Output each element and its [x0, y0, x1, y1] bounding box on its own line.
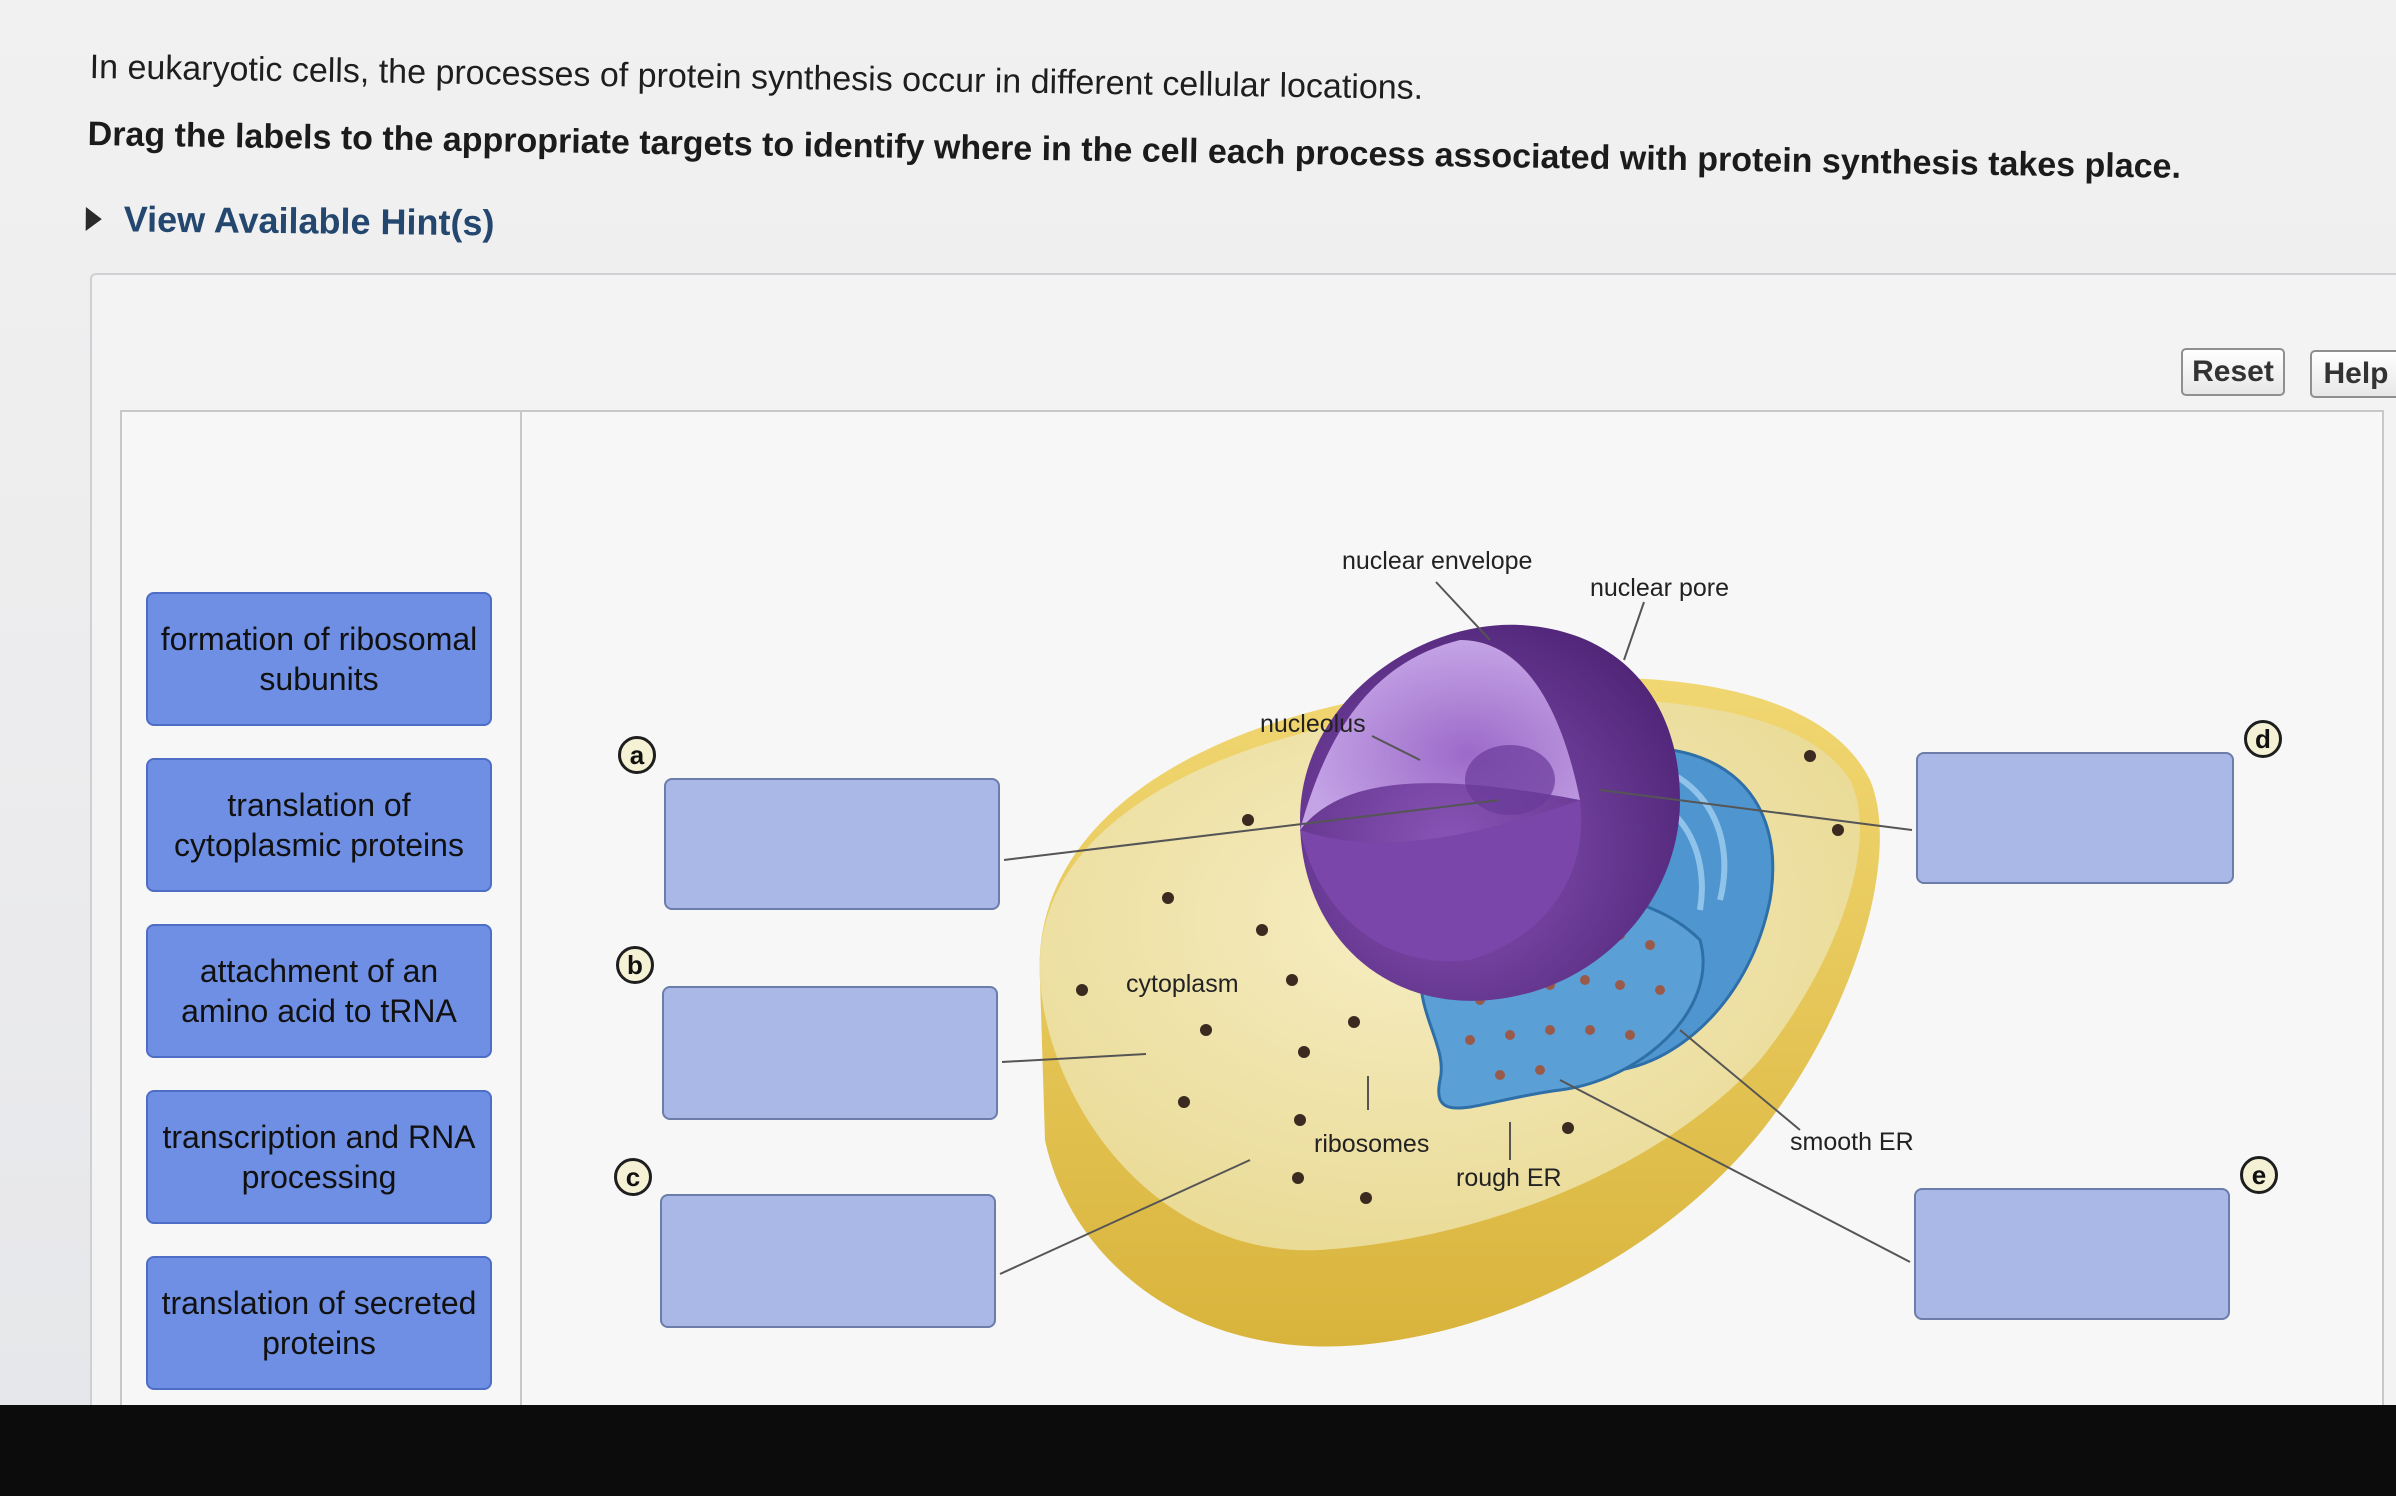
- drop-target-a[interactable]: [664, 778, 1000, 910]
- target-letter-a: a: [618, 736, 656, 774]
- target-letter-d: d: [2244, 720, 2282, 758]
- drop-target-e[interactable]: [1914, 1188, 2230, 1320]
- label-nuclear-pore: nuclear pore: [1590, 574, 1729, 603]
- target-letter-b: b: [616, 946, 654, 984]
- label-nucleolus: nucleolus: [1260, 710, 1366, 739]
- drop-target-b[interactable]: [662, 986, 998, 1120]
- label-cytoplasm: cytoplasm: [1126, 970, 1239, 999]
- drop-target-d[interactable]: [1916, 752, 2234, 884]
- label-ribosomes: ribosomes: [1314, 1130, 1429, 1159]
- monitor-bezel: [0, 1405, 2396, 1496]
- target-letter-c: c: [614, 1158, 652, 1196]
- label-smooth-er: smooth ER: [1790, 1128, 1914, 1157]
- drop-target-c[interactable]: [660, 1194, 996, 1328]
- target-letter-e: e: [2240, 1156, 2278, 1194]
- label-rough-er: rough ER: [1456, 1164, 1562, 1193]
- nucleolus-shape: [1465, 745, 1555, 815]
- label-nuclear-envelope: nuclear envelope: [1342, 547, 1532, 576]
